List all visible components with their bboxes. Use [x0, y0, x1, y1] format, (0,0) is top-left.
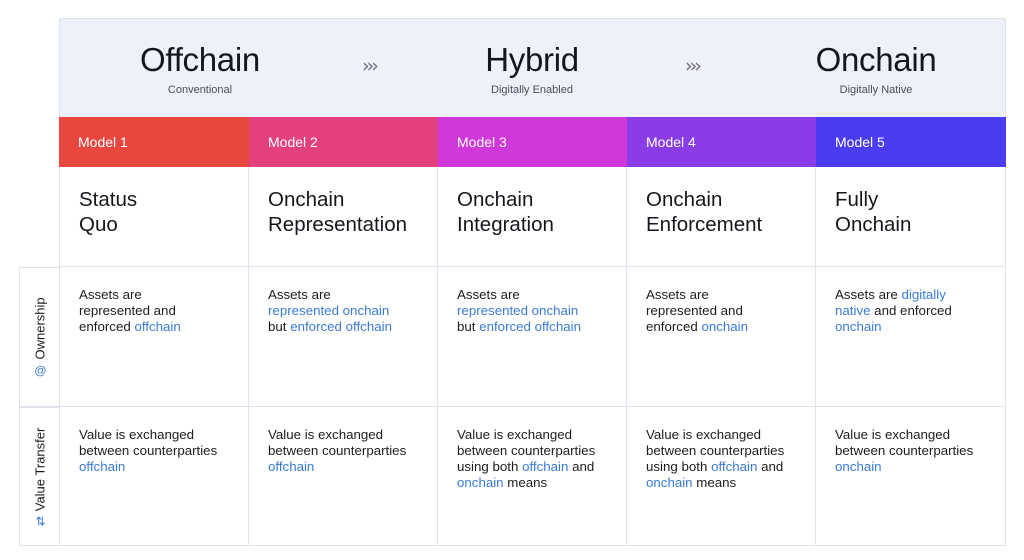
- cell-text: enforced: [79, 319, 135, 334]
- cell-text: between counterparties: [79, 443, 218, 458]
- model-name-line: Integration: [457, 213, 554, 236]
- highlight-term: offchain: [711, 459, 758, 474]
- row-label-text: Value Transfer: [32, 427, 47, 511]
- model-name-line: Status: [79, 188, 138, 211]
- cell-text: Assets are: [79, 287, 142, 302]
- cell-text: and enforced: [870, 303, 952, 318]
- highlight-term: represented onchain: [457, 303, 579, 318]
- model-bar-4: Model 4: [627, 117, 816, 167]
- stage-title: Offchain: [140, 41, 260, 78]
- cell-text: and: [757, 459, 784, 474]
- highlight-term: digitally: [901, 287, 946, 302]
- cell-text: between counterparties: [268, 443, 407, 458]
- model-name-line: Enforcement: [646, 213, 763, 236]
- stage-subtitle: Digitally Native: [839, 84, 913, 96]
- stage-header-band: Offchain Conventional ››› Hybrid Digital…: [59, 18, 1006, 117]
- model-bar-3: Model 3: [438, 117, 627, 167]
- highlight-term: enforced offchain: [479, 319, 581, 334]
- row-label-ownership: @ Ownership: [19, 267, 59, 407]
- chevrons-right-icon: ›››: [685, 55, 702, 77]
- cell-text: between counterparties: [646, 443, 785, 458]
- model-name-line: Onchain: [835, 213, 912, 236]
- row-label-text: Ownership: [32, 297, 47, 360]
- cell-text: but: [457, 319, 480, 334]
- cell-text: Assets are: [457, 287, 520, 302]
- cell-text: Value is exchanged: [457, 427, 573, 442]
- model-name-line: Onchain: [646, 188, 723, 211]
- cell-text: Assets are: [646, 287, 709, 302]
- highlight-term: onchain: [457, 475, 504, 490]
- at-icon: @: [33, 363, 46, 378]
- row-label-value-transfer: ⇅ Value Transfer: [19, 407, 59, 546]
- model-bar-5: Model 5: [816, 117, 1006, 167]
- stage-subtitle: Conventional: [167, 84, 233, 96]
- cell-text: Assets are: [835, 287, 902, 302]
- cell-text: enforced: [646, 319, 702, 334]
- highlight-term: onchain: [646, 475, 693, 490]
- highlight-term: offchain: [79, 459, 126, 474]
- highlight-term: enforced offchain: [290, 319, 392, 334]
- highlight-term: onchain: [835, 459, 882, 474]
- cell-text: and: [568, 459, 595, 474]
- model-name-line: Representation: [268, 213, 408, 236]
- cell-text: but: [268, 319, 291, 334]
- cell-text: means: [692, 475, 737, 490]
- cell-text: Value is exchanged: [268, 427, 384, 442]
- cell-text: means: [503, 475, 548, 490]
- cell-text: Value is exchanged: [79, 427, 195, 442]
- highlight-term: native: [835, 303, 871, 318]
- cell-text: between counterparties: [457, 443, 596, 458]
- cell-text: represented and: [79, 303, 176, 318]
- highlight-term: offchain: [134, 319, 181, 334]
- model-name-line: Onchain: [268, 188, 345, 211]
- stage-title: Onchain: [815, 41, 937, 78]
- cell-text: using both: [646, 459, 712, 474]
- cell-text: represented and: [646, 303, 743, 318]
- cell-text: Value is exchanged: [646, 427, 762, 442]
- highlight-term: onchain: [835, 319, 882, 334]
- highlight-term: offchain: [522, 459, 569, 474]
- cell-text: between counterparties: [835, 443, 974, 458]
- model-name-line: Onchain: [457, 188, 534, 211]
- model-bar-2: Model 2: [249, 117, 438, 167]
- stage-title: Hybrid: [485, 41, 579, 78]
- highlight-term: offchain: [268, 459, 315, 474]
- model-bar-1: Model 1: [59, 117, 249, 167]
- swap-arrows-icon: ⇅: [34, 513, 45, 528]
- stage-subtitle: Digitally Enabled: [491, 84, 573, 96]
- highlight-term: onchain: [701, 319, 749, 334]
- cell-text: using both: [457, 459, 523, 474]
- chevrons-right-icon: ›››: [362, 55, 379, 77]
- cell-text: Value is exchanged: [835, 427, 951, 442]
- model-name-line: Quo: [79, 213, 118, 236]
- highlight-term: represented onchain: [268, 303, 390, 318]
- cell-text: Assets are: [268, 287, 331, 302]
- model-name-line: Fully: [835, 188, 879, 211]
